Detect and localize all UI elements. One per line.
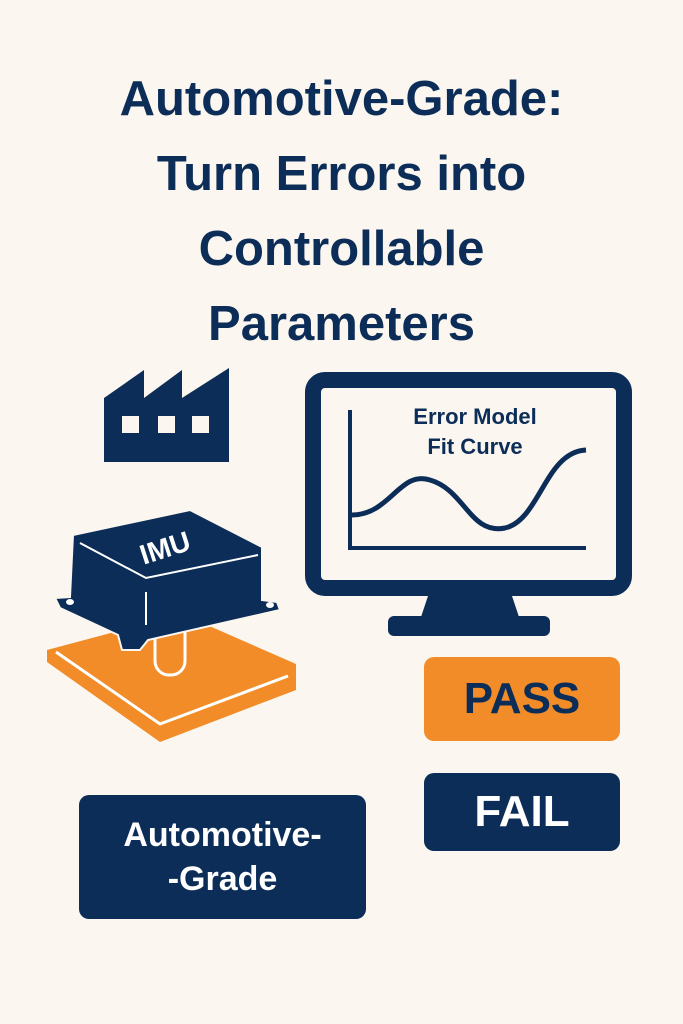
factory-icon (104, 368, 229, 462)
title-line: Parameters (208, 297, 475, 351)
chart-title: Error Model Fit Curve (380, 402, 570, 462)
pass-badge: PASS (424, 657, 620, 741)
title-line: Automotive-Grade: (119, 72, 564, 126)
page-title: Automotive-Grade: Turn Errors into Contr… (0, 62, 683, 362)
automotive-grade-badge: Automotive- -Grade (79, 795, 366, 919)
chart-title-line: Error Model (413, 404, 537, 429)
chart-title-line: Fit Curve (427, 434, 523, 459)
fail-badge: FAIL (424, 773, 620, 851)
imu-sensor-icon: IMU (47, 508, 296, 742)
monitor-icon (305, 372, 632, 636)
title-line: Turn Errors into (156, 147, 527, 201)
title-line: Controllable (198, 222, 485, 276)
grade-line: -Grade (167, 860, 278, 898)
fit-curve (351, 447, 587, 532)
grade-line: Automotive- (123, 816, 322, 854)
